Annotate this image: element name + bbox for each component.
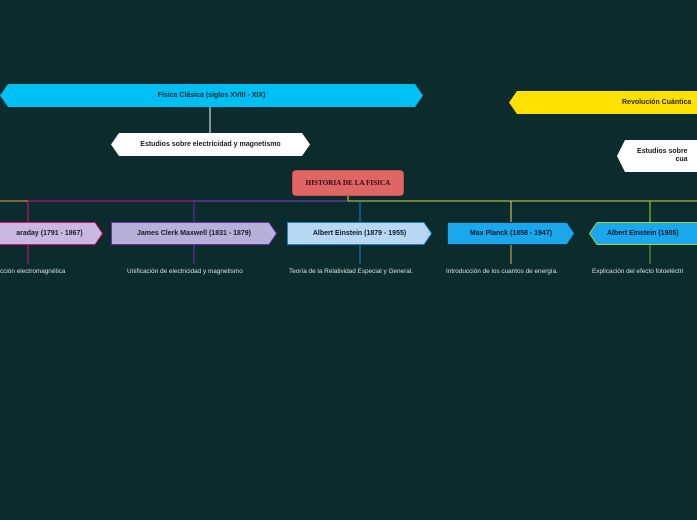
scientist-name: Max Planck (1858 - 1947) (469, 230, 553, 237)
scientist-name: James Clerk Maxwell (1831 - 1879) (136, 230, 251, 237)
scientist-einstein-1879[interactable]: Albert Einstein (1879 - 1955) (287, 222, 432, 245)
scientist-name: Albert Einstein (1879 - 1955) (312, 230, 407, 237)
scientist-desc-einstein-1905: Explicación del efecto fotoeléctri (592, 268, 684, 275)
scientist-maxwell[interactable]: James Clerk Maxwell (1831 - 1879) (111, 222, 277, 245)
scientist-einstein-1905[interactable]: Albert Einstein (1905) (589, 222, 697, 245)
subtopic-line-1: Estudios sobre (637, 148, 688, 155)
scientist-name: Albert Einstein (1905) (607, 230, 679, 237)
scientist-desc-maxwell: Unificación de electricidad y magnetismo (127, 268, 243, 275)
branch-revolucion-cuantica[interactable]: Revolución Cuántica (509, 91, 697, 114)
root-title: HISTORIA DE LA FISICA (305, 179, 391, 187)
scientist-desc-planck: Introducción de los cuantos de energía. (446, 268, 558, 275)
branch-label: Revolución Cuántica (622, 99, 692, 106)
scientist-desc-einstein-1879: Teoría de la Relatividad Especial y Gene… (289, 268, 413, 275)
scientist-planck[interactable]: Max Planck (1858 - 1947) (447, 222, 575, 245)
node-shape (111, 222, 277, 245)
branch-label: Física Clásica (siglos XVIII - XIX) (157, 92, 266, 99)
subtopic-line-2: cua (675, 156, 688, 163)
node-shape (447, 222, 575, 245)
node-shape (589, 222, 697, 245)
subtopic-electricidad-magnetismo[interactable]: Estudios sobre electricidad y magnetismo (111, 133, 310, 156)
subtopic-estudios-cuanticos[interactable]: Estudios sobre cua (617, 140, 697, 172)
root-topic[interactable]: HISTORIA DE LA FISICA (292, 170, 404, 196)
node-shape (0, 222, 103, 245)
subtopic-label: Estudios sobre electricidad y magnetismo (140, 141, 281, 148)
scientist-desc-faraday: cción electromagnética (0, 268, 66, 275)
scientist-name: araday (1791 - 1867) (16, 230, 83, 237)
scientist-faraday[interactable]: araday (1791 - 1867) (0, 222, 103, 245)
branch-fisica-clasica[interactable]: Física Clásica (siglos XVIII - XIX) (0, 84, 423, 107)
node-shape (287, 222, 432, 245)
